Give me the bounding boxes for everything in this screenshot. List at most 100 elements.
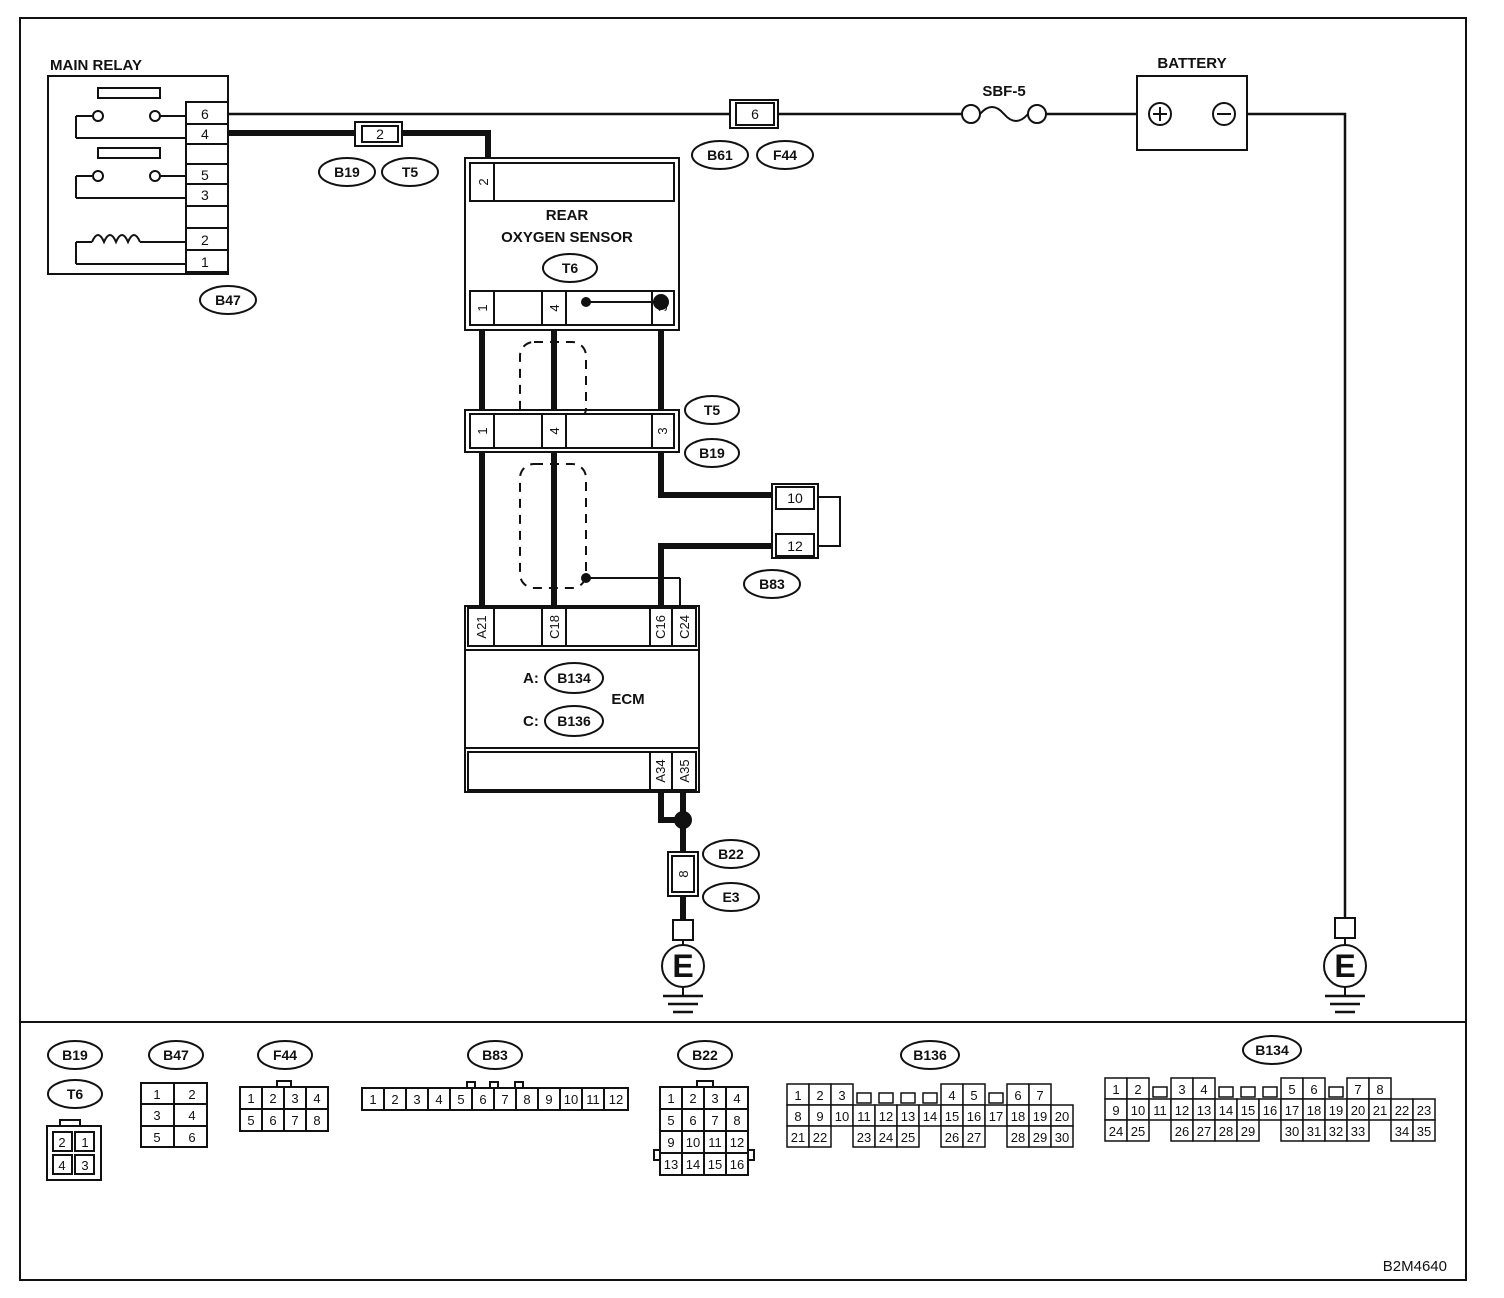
- legend-cell: 9: [816, 1109, 823, 1124]
- relay-terminal: 3: [201, 187, 209, 203]
- sensor-title-1: REAR: [546, 207, 589, 224]
- splice-dot-icon: [653, 294, 669, 310]
- inline-pin: 6: [751, 106, 759, 122]
- legend-cell: 8: [1376, 1082, 1383, 1097]
- connector-key-icon: [988, 1092, 1004, 1104]
- b83-pin: 10: [787, 490, 803, 506]
- legend-cell: 21: [791, 1130, 805, 1145]
- relay-switch-bar-2: [97, 147, 161, 159]
- ecm-ground-wiring: 8 B22 E3: [658, 792, 760, 920]
- ecm-top-pin: C18: [547, 615, 562, 639]
- ecm-body: [464, 605, 700, 793]
- relay-contact-icon: [92, 110, 104, 122]
- legend-cell: 29: [1241, 1124, 1255, 1139]
- relay-switch-bar-1: [97, 87, 161, 99]
- connector-code: B22: [718, 846, 744, 862]
- legend-cell: 30: [1055, 1130, 1069, 1145]
- ecm: A21 C18 C16 C24 A: B134 ECM C: B136 A34 …: [464, 605, 700, 793]
- legend-cell: 6: [1310, 1082, 1317, 1097]
- main-relay: MAIN RELAY 6 4 5 3 2: [47, 57, 257, 315]
- legend-code: B83: [482, 1047, 508, 1063]
- connector-code: F44: [773, 147, 797, 163]
- ecm-conn-c-prefix: C:: [523, 713, 539, 730]
- sensor-top-pin: 2: [476, 178, 491, 185]
- legend-cell: 27: [967, 1130, 981, 1145]
- legend-cell: 19: [1329, 1103, 1343, 1118]
- legend-cell-box: [808, 1125, 832, 1148]
- legend-cell: 28: [1011, 1130, 1025, 1145]
- relay-terminal: 4: [201, 126, 209, 142]
- legend-cell: 3: [1178, 1082, 1185, 1097]
- legend-cell: 1: [81, 1135, 88, 1150]
- legend-cell: 3: [413, 1092, 420, 1107]
- legend-cell: 7: [1036, 1088, 1043, 1103]
- fuse-terminal-icon: [961, 104, 981, 124]
- legend-cell: 2: [391, 1092, 398, 1107]
- legend-cell: 16: [1263, 1103, 1277, 1118]
- sensor-body: [464, 157, 680, 331]
- legend-cell: 33: [1351, 1124, 1365, 1139]
- mid-pin: 3: [655, 427, 670, 434]
- legend-cell: 13: [664, 1157, 678, 1172]
- mid-pin: 1: [475, 427, 490, 434]
- ecm-top-pin: A21: [474, 615, 489, 638]
- legend-cell-box: [1412, 1119, 1436, 1142]
- legend-cell-box: [896, 1125, 920, 1148]
- inline-connector-b61-f44: 6 B61 F44: [691, 99, 814, 170]
- fuse-terminal-icon: [1027, 104, 1047, 124]
- legend-cell: 4: [733, 1091, 740, 1106]
- legend-cell: 5: [667, 1113, 674, 1128]
- legend-cell: 12: [1175, 1103, 1189, 1118]
- inline-pin: 2: [376, 126, 384, 142]
- ground-label: E: [1334, 948, 1355, 984]
- legend-cell: 5: [1288, 1082, 1295, 1097]
- legend-cell: 15: [1241, 1103, 1255, 1118]
- legend-cell-box: [1346, 1119, 1370, 1142]
- legend-cell: 2: [689, 1091, 696, 1106]
- legend-code: B47: [163, 1047, 189, 1063]
- sensor-title-2: OXYGEN SENSOR: [501, 229, 633, 246]
- legend-cell: 26: [1175, 1124, 1189, 1139]
- ecm-conn-a-prefix: A:: [523, 670, 539, 687]
- legend-cell: 13: [901, 1109, 915, 1124]
- relay-contact-icon: [149, 170, 161, 182]
- connector-b83: 10 12 B83: [743, 483, 841, 599]
- legend-cell: 2: [1134, 1082, 1141, 1097]
- connector-key-icon: [1240, 1086, 1256, 1098]
- legend-cell: 14: [1219, 1103, 1233, 1118]
- legend-cell: 6: [188, 1130, 195, 1145]
- legend-cell: 4: [188, 1108, 195, 1123]
- relay-contact-icon: [149, 110, 161, 122]
- battery-plus-icon: [1148, 102, 1172, 126]
- connector-key-icon: [900, 1092, 916, 1104]
- relay-terminal: 6: [201, 106, 209, 122]
- connector-code: B61: [707, 147, 733, 163]
- b83-loop: [818, 496, 841, 547]
- connector-key-icon: [878, 1092, 894, 1104]
- legend-cell: 27: [1197, 1124, 1211, 1139]
- legend-cell: 3: [153, 1108, 160, 1123]
- connector-code: T5: [704, 402, 721, 418]
- legend-cell: 35: [1417, 1124, 1431, 1139]
- legend-cell: 11: [708, 1135, 722, 1150]
- legend-cell: 15: [708, 1157, 722, 1172]
- fuse-element-icon: [979, 106, 1029, 122]
- legend-cell: 29: [1033, 1130, 1047, 1145]
- legend-cell: 23: [1417, 1103, 1431, 1118]
- relay-terminal: 2: [201, 232, 209, 248]
- battery: BATTERY: [1136, 55, 1248, 151]
- legend-cell: 10: [686, 1135, 700, 1150]
- ground-battery: E: [1323, 917, 1367, 1014]
- legend-cell: 9: [667, 1135, 674, 1150]
- splice-dot-icon: [674, 811, 692, 829]
- legend-cell: 15: [945, 1109, 959, 1124]
- connector-legend: B19 T6 2 1 4 3 B47 1 2 3 4 5 6 F44: [46, 1035, 1436, 1181]
- ecm-top-pin: C24: [677, 615, 692, 639]
- legend-cell: 5: [153, 1130, 160, 1145]
- legend-cell: 12: [879, 1109, 893, 1124]
- legend-cell: 14: [923, 1109, 937, 1124]
- legend-cell: 10: [1131, 1103, 1145, 1118]
- battery-minus-icon: [1212, 102, 1236, 126]
- legend-code: F44: [273, 1047, 297, 1063]
- legend-cell: 22: [1395, 1103, 1409, 1118]
